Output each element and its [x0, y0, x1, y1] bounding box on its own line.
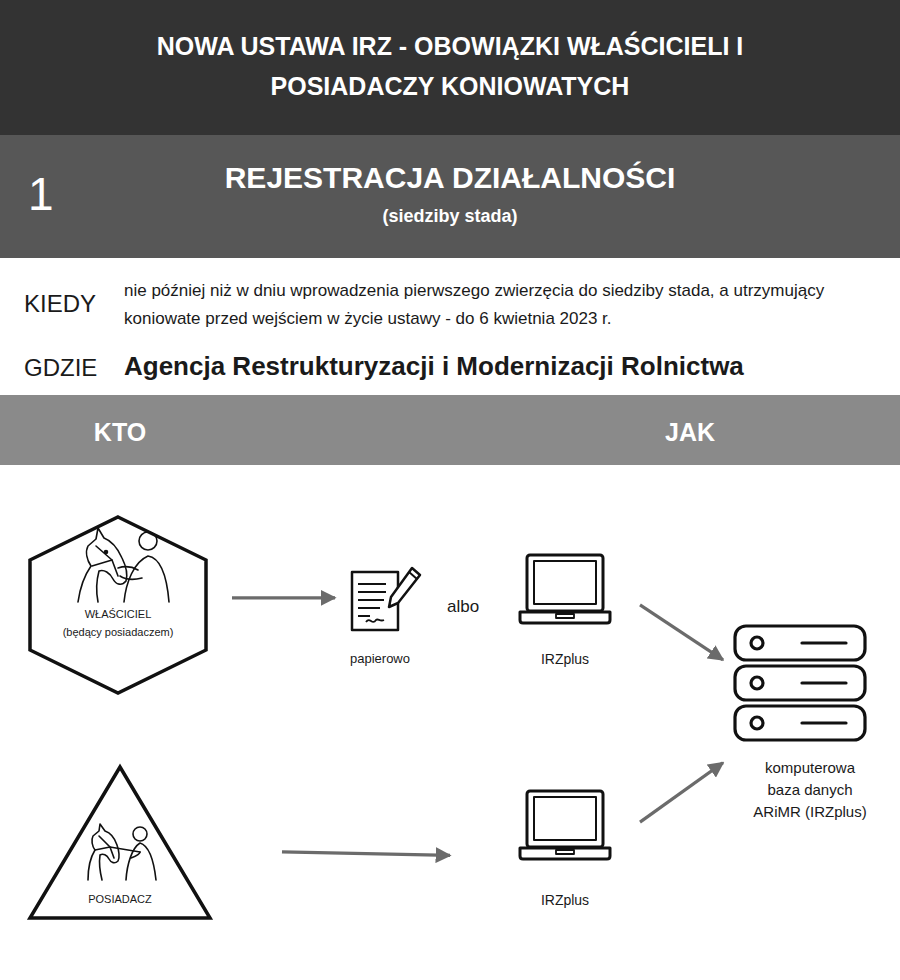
laptop-icon-part	[527, 791, 603, 847]
laptop-icon	[520, 791, 610, 859]
hexagon-outline	[28, 515, 208, 695]
label-text: GDZIE	[24, 353, 119, 383]
server-icon-part	[751, 717, 763, 729]
horse-keeper-icon	[88, 824, 156, 880]
server-icon-part	[751, 677, 763, 689]
server-icon-part	[735, 626, 865, 660]
title-text: NOWA USTAWA IRZ - OBOWIĄZKI WŁAŚCICIELI …	[90, 26, 810, 106]
horse-owner-icon-part	[118, 567, 138, 570]
header-band: KTO JAK	[0, 395, 900, 465]
pencil-band	[409, 572, 417, 579]
laptop-icon-part	[556, 614, 574, 618]
title-band	[0, 0, 900, 135]
laptop-icon-part	[520, 848, 610, 859]
section-band: 1 REJESTRACJA DZIAŁALNOŚCI (siedziby stada…	[0, 135, 900, 258]
horse-owner-icon-part	[105, 551, 108, 554]
paper-node: papierowo	[335, 565, 425, 671]
server-icon-part	[802, 721, 846, 724]
horse-owner-icon-part	[78, 528, 127, 602]
node-text: REJESTRACJA DZIAŁALNOŚCI	[100, 159, 800, 197]
server-icon-part	[735, 706, 865, 740]
label-text: albo	[447, 596, 497, 617]
horse-keeper-icon-part	[133, 827, 147, 841]
node-text: KTO	[50, 417, 190, 448]
paper-icon	[352, 568, 420, 630]
laptop-node: IRZplus	[510, 550, 620, 672]
node-text: POSIADACZ	[58, 892, 182, 906]
paper-lines	[358, 584, 386, 616]
laptop-icon	[520, 555, 610, 623]
node-text: IRZplus	[510, 891, 620, 909]
server-icon-part	[751, 637, 763, 649]
shape-border	[30, 517, 206, 693]
laptop-icon-part	[534, 561, 596, 604]
server-icon-part	[802, 681, 846, 684]
keeper-triangle: POSIADACZ	[28, 765, 212, 920]
arrow-connector	[232, 596, 335, 599]
laptop-node: IRZplus	[510, 785, 620, 913]
laptop-icon-part	[520, 612, 610, 623]
horse-owner-icon-part	[92, 560, 112, 566]
arrow-connector	[640, 605, 723, 660]
arrow-connector	[640, 763, 723, 822]
shape-border	[30, 767, 210, 918]
node-text: WŁAŚCICIEL	[43, 607, 193, 621]
node-text: papierowo	[335, 651, 425, 667]
label-text: KIEDY	[24, 289, 119, 319]
arrow-connector	[282, 852, 450, 856]
node-text: 1	[28, 165, 88, 223]
node-text: (będący posiadaczem)	[43, 625, 193, 639]
laptop-icon-part	[527, 555, 603, 611]
laptop-icon-part	[556, 850, 574, 854]
horse-keeper-icon-part	[131, 852, 140, 858]
horse-keeper-icon-part	[126, 843, 156, 880]
node-text: komputerowa baza danych ARiMR (IRZplus)	[747, 757, 873, 823]
laptop-icon-part	[534, 797, 596, 840]
horse-owner-icon	[78, 528, 169, 602]
server-icon-part	[802, 641, 846, 644]
owner-hexagon: WŁAŚCICIEL (będący posiadaczem)	[28, 515, 208, 695]
server-icon	[735, 626, 865, 740]
node-text: JAK	[620, 417, 760, 448]
signature	[366, 619, 384, 622]
horse-owner-icon-part	[120, 576, 142, 579]
node-text: IRZplus	[510, 650, 620, 668]
database-node: komputerowa baza danych ARiMR (IRZplus)	[725, 622, 895, 832]
label-text: Agencja Restrukturyzacji i Modernizacji …	[124, 350, 884, 383]
horse-keeper-icon-part	[88, 824, 119, 880]
pencil	[389, 568, 420, 607]
server-icon-part	[735, 666, 865, 700]
node-text: (siedziby stada)	[100, 205, 800, 228]
label-text: nie później niż w dniu wprowadzenia pier…	[124, 277, 884, 333]
